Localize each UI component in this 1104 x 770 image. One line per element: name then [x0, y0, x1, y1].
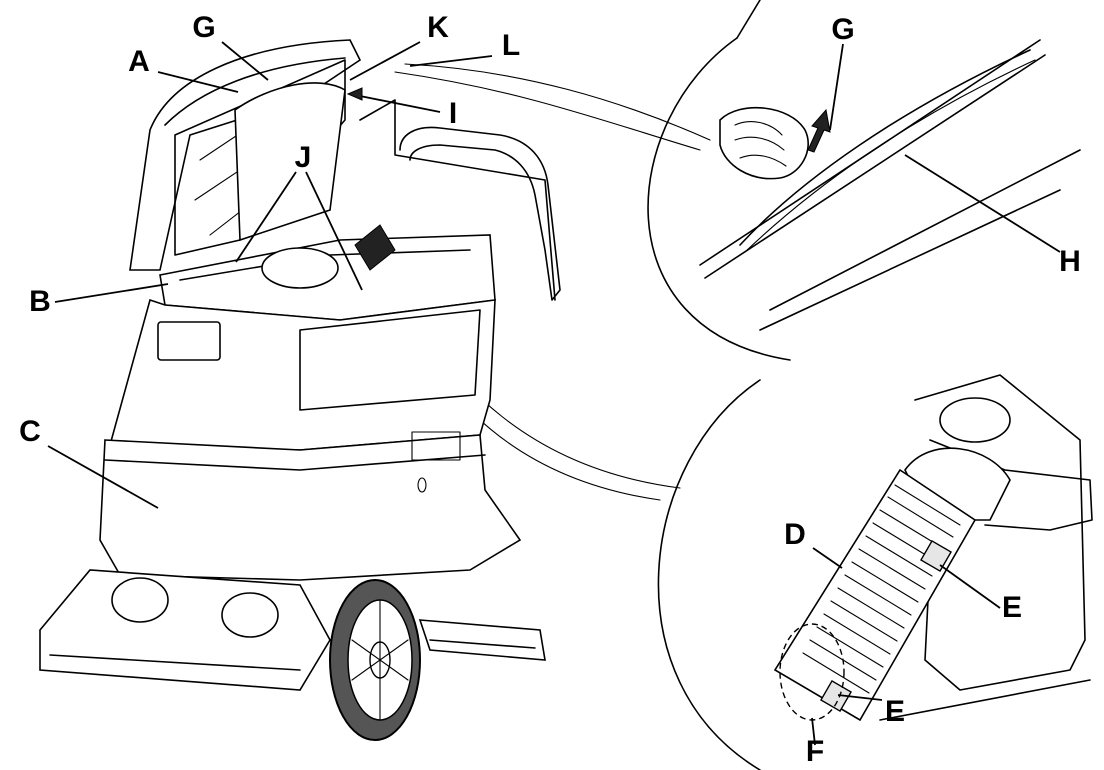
callout-i: I [448, 97, 458, 130]
detail-circle-bottom [657, 379, 761, 770]
callout-l: L [501, 29, 521, 62]
drive-wheel [329, 579, 421, 741]
pull-arrow-icon [807, 108, 831, 153]
filter-detail [773, 374, 1093, 722]
callout-f: F [805, 735, 825, 768]
scrubber-machine [39, 39, 561, 741]
callout-d: D [784, 518, 806, 551]
callout-c: C [19, 415, 41, 448]
connector-lid-detail-2 [404, 63, 711, 141]
callout-g-main: G [192, 11, 216, 44]
callout-h: H [1059, 245, 1081, 278]
detail-circle-top [647, 0, 791, 361]
callout-k: K [427, 11, 449, 44]
callout-e-lower: E [884, 695, 906, 728]
callout-e-upper: E [1001, 591, 1023, 624]
connector-lid-detail [394, 71, 701, 151]
callout-a: A [128, 45, 150, 78]
leader-lines [47, 41, 1061, 746]
callout-j: J [294, 141, 312, 174]
callout-b: B [29, 285, 51, 318]
lid-gasket-detail [699, 39, 1081, 331]
callout-g-detail: G [831, 13, 855, 46]
filter-basket [773, 468, 977, 722]
